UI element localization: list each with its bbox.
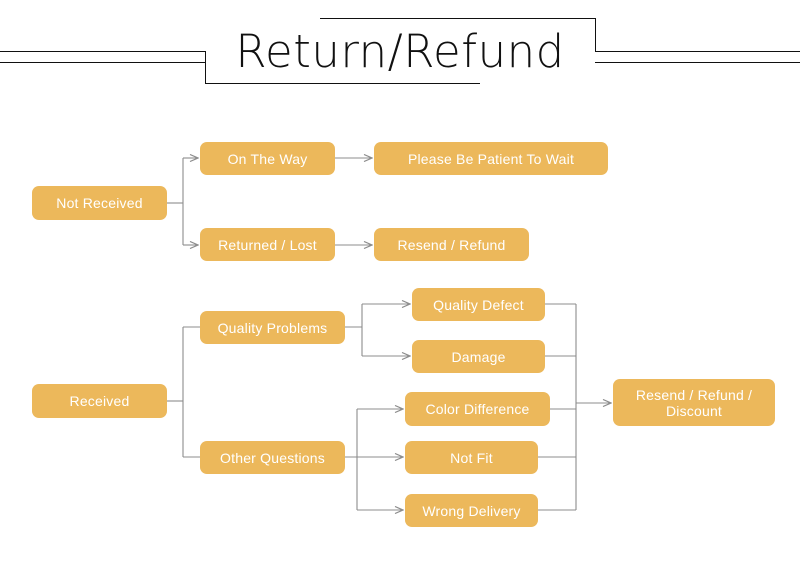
node-other-questions[interactable]: Other Questions: [200, 441, 345, 474]
node-on-the-way[interactable]: On The Way: [200, 142, 335, 175]
header-rule-left-bottom: [205, 83, 480, 84]
node-color-difference[interactable]: Color Difference: [405, 392, 550, 426]
node-resend-refund[interactable]: Resend / Refund: [374, 228, 529, 261]
node-quality-defect[interactable]: Quality Defect: [412, 288, 545, 321]
header-rule-right-step: [595, 18, 596, 51]
node-please-be-patient-to-wait[interactable]: Please Be Patient To Wait: [374, 142, 608, 175]
node-resend-refund-discount[interactable]: Resend / Refund / Discount: [613, 379, 775, 426]
page-header: Return/Refund: [0, 0, 800, 110]
node-quality-problems[interactable]: Quality Problems: [200, 311, 345, 344]
header-rule-left-lower: [0, 62, 205, 63]
node-not-fit[interactable]: Not Fit: [405, 441, 538, 474]
node-returned-lost[interactable]: Returned / Lost: [200, 228, 335, 261]
header-rule-right-upper: [595, 51, 800, 52]
node-wrong-delivery[interactable]: Wrong Delivery: [405, 494, 538, 527]
header-rule-left-step: [205, 51, 206, 83]
header-rule-top: [320, 18, 595, 19]
node-damage[interactable]: Damage: [412, 340, 545, 373]
header-rule-left-upper: [0, 51, 205, 52]
page-title: Return/Refund: [235, 25, 565, 78]
node-received[interactable]: Received: [32, 384, 167, 418]
node-not-received[interactable]: Not Received: [32, 186, 167, 220]
header-rule-right-lower: [595, 62, 800, 63]
